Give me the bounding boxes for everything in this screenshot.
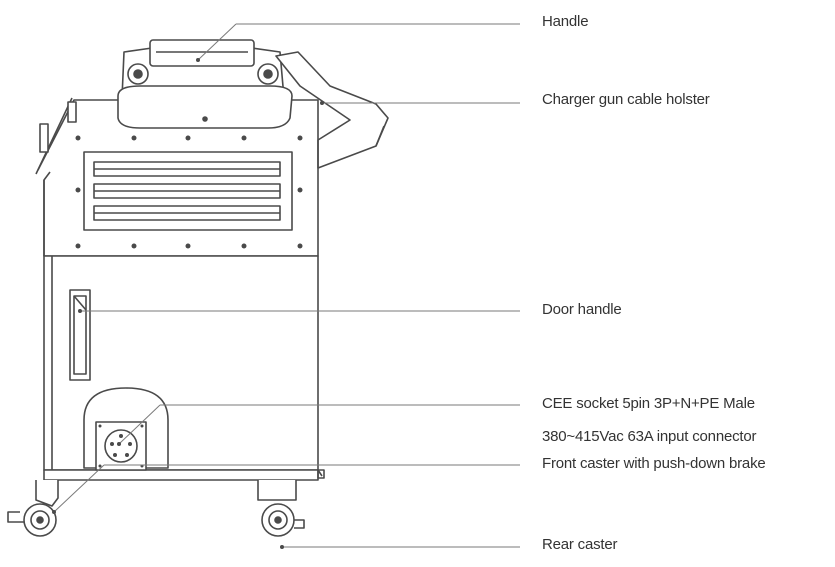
label-handle: Handle (542, 13, 589, 30)
top-handle (117, 39, 293, 129)
label-cee-line2: 380~415Vac 63A input connector (542, 428, 757, 445)
callout-lines (53, 23, 520, 548)
label-door-handle: Door handle (542, 301, 622, 318)
leader-handle (197, 23, 237, 61)
label-holster: Charger gun cable holster (542, 91, 710, 108)
lower-body (43, 255, 325, 481)
upper-body (35, 97, 319, 257)
front-caster (7, 480, 59, 537)
charger-cart (7, 39, 389, 537)
rear-caster (257, 480, 305, 537)
label-front-caster: Front caster with push-down brake (542, 455, 766, 472)
cable-holster (275, 51, 389, 169)
label-cee-line1: CEE socket 5pin 3P+N+PE Male (542, 395, 755, 412)
leader-front-caster (53, 464, 105, 513)
label-rear-caster: Rear caster (542, 536, 618, 553)
leader-cee (118, 404, 161, 445)
